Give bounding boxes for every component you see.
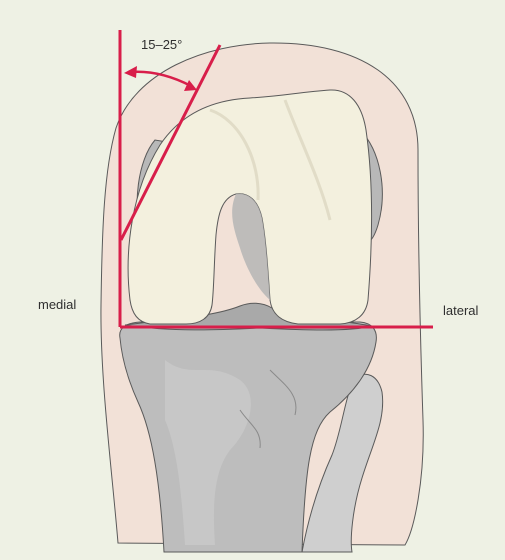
lateral-label: lateral xyxy=(443,304,478,317)
angle-arrow-left-icon xyxy=(124,66,137,78)
angle-label: 15–25° xyxy=(141,38,182,51)
medial-label: medial xyxy=(38,298,76,311)
